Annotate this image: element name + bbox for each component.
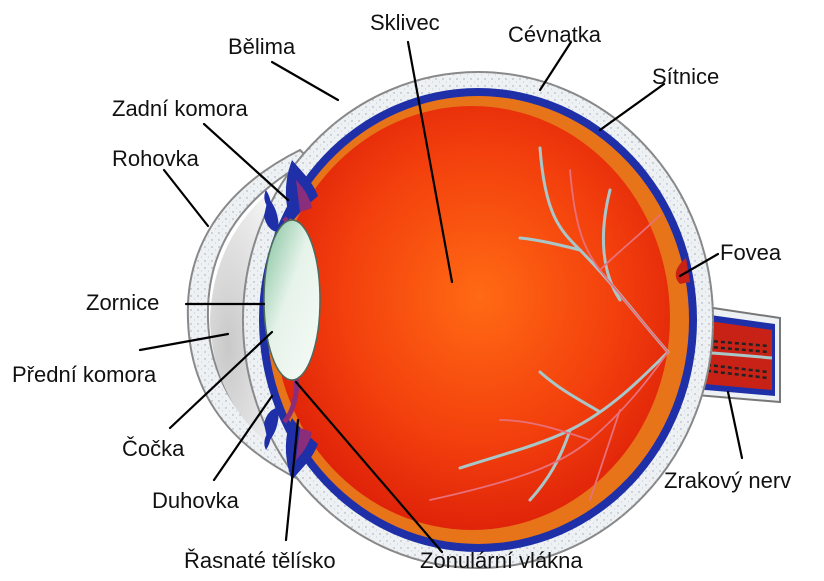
label-sklivec: Sklivec — [370, 10, 440, 36]
label-cocka: Čočka — [122, 436, 184, 462]
leader-cevnatka — [540, 42, 571, 90]
label-predni-komora: Přední komora — [12, 362, 156, 388]
label-zonularni-vlakna: Zonulární vlákna — [420, 548, 583, 574]
label-fovea: Fovea — [720, 240, 781, 266]
leader-rohovka — [164, 170, 208, 226]
leader-sitnice — [600, 84, 664, 130]
leader-zrakovy-nerv — [728, 392, 742, 458]
label-cevnatka: Cévnatka — [508, 22, 601, 48]
label-belima: Bělima — [228, 34, 295, 60]
label-duhovka: Duhovka — [152, 488, 239, 514]
leader-belima — [272, 62, 338, 100]
label-zadni-komora: Zadní komora — [112, 96, 248, 122]
label-sitnice: Sítnice — [652, 64, 719, 90]
label-rasnate-telisko: Řasnaté tělísko — [184, 548, 336, 574]
lens — [264, 220, 320, 380]
label-zrakovy-nerv: Zrakový nerv — [664, 468, 791, 494]
label-rohovka: Rohovka — [112, 146, 199, 172]
label-zornice: Zornice — [86, 290, 159, 316]
vitreous-body — [274, 106, 670, 530]
